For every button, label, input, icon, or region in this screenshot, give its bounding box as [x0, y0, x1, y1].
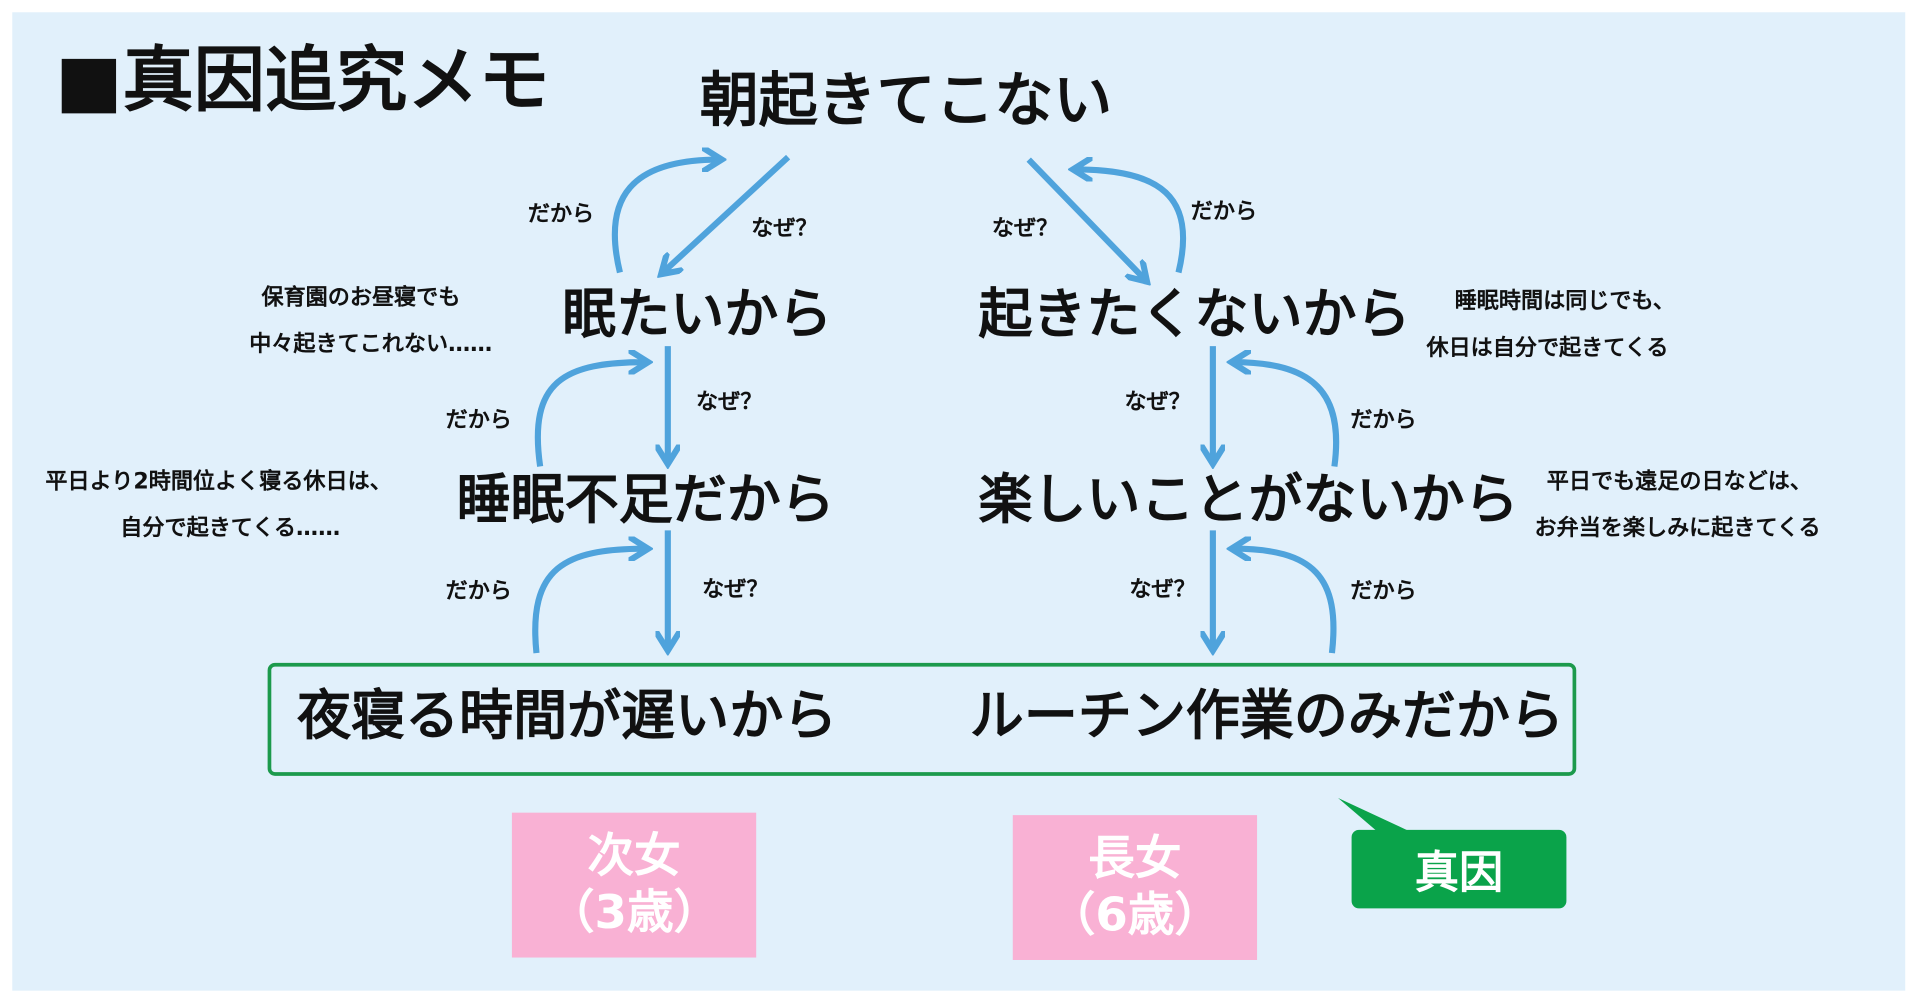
therefore-label: だから: [1350, 407, 1417, 434]
therefore-arrow: [611, 160, 720, 274]
right-why-2: 楽しいことがないから: [978, 468, 1519, 532]
left-root-cause: 夜寝る時間が遅いから: [297, 685, 838, 748]
root-cause-callout: 真因: [1351, 829, 1567, 909]
left-why-2: 睡眠不足だから: [456, 468, 835, 532]
why-label: なぜ？: [991, 216, 1059, 242]
child-name: 長女: [1088, 831, 1182, 886]
why-arrow: [663, 154, 791, 272]
note: 保育園のお昼寝でも: [261, 284, 461, 311]
callout-tail: [1338, 797, 1412, 835]
why-label: なぜ？: [696, 389, 763, 415]
note: 中々起きてこれない……: [249, 331, 493, 358]
therefore-arrow: [1234, 362, 1340, 467]
why-label: なぜ？: [751, 216, 818, 242]
therefore-arrow: [534, 362, 646, 467]
therefore-arrow: [1075, 169, 1187, 274]
therefore-label: だから: [527, 201, 595, 228]
why-label: なぜ？: [1124, 389, 1191, 415]
why-label: なぜ？: [702, 576, 769, 603]
note: お弁当を楽しみに起きてくる: [1534, 515, 1821, 542]
background: [12, 12, 1906, 991]
page-title: ■真因追究メモ: [55, 38, 550, 122]
therefore-arrow: [1234, 549, 1337, 654]
right-why-1: 起きたくないから: [978, 283, 1411, 347]
child-age: （3歳）: [547, 885, 721, 940]
child-label-right: 長女 （6歳）: [1012, 815, 1258, 960]
therefore-label: だから: [1190, 198, 1258, 225]
right-root-cause: ルーチン作業のみだから: [969, 685, 1564, 748]
note: 平日でも遠足の日などは、: [1546, 468, 1812, 495]
note: 自分で起きてくる……: [120, 515, 341, 542]
left-why-1: 眠たいから: [562, 283, 833, 347]
therefore-label: だから: [1350, 578, 1417, 604]
note: 平日より2時間位よく寝る休日は、: [45, 468, 392, 495]
child-label-left: 次女 （3歳）: [511, 812, 757, 958]
child-age: （6歳）: [1048, 887, 1222, 942]
child-name: 次女: [587, 829, 681, 884]
note: 睡眠時間は同じでも、: [1454, 288, 1676, 315]
root-cause-box: [267, 662, 1577, 776]
why-arrow: [1026, 157, 1146, 280]
therefore-arrow: [532, 549, 645, 654]
therefore-label: だから: [445, 578, 512, 604]
root-problem: 朝起きてこない: [699, 66, 1113, 136]
therefore-label: だから: [445, 407, 512, 434]
note: 休日は自分で起きてくる: [1426, 335, 1669, 361]
why-label: なぜ？: [1129, 576, 1196, 603]
